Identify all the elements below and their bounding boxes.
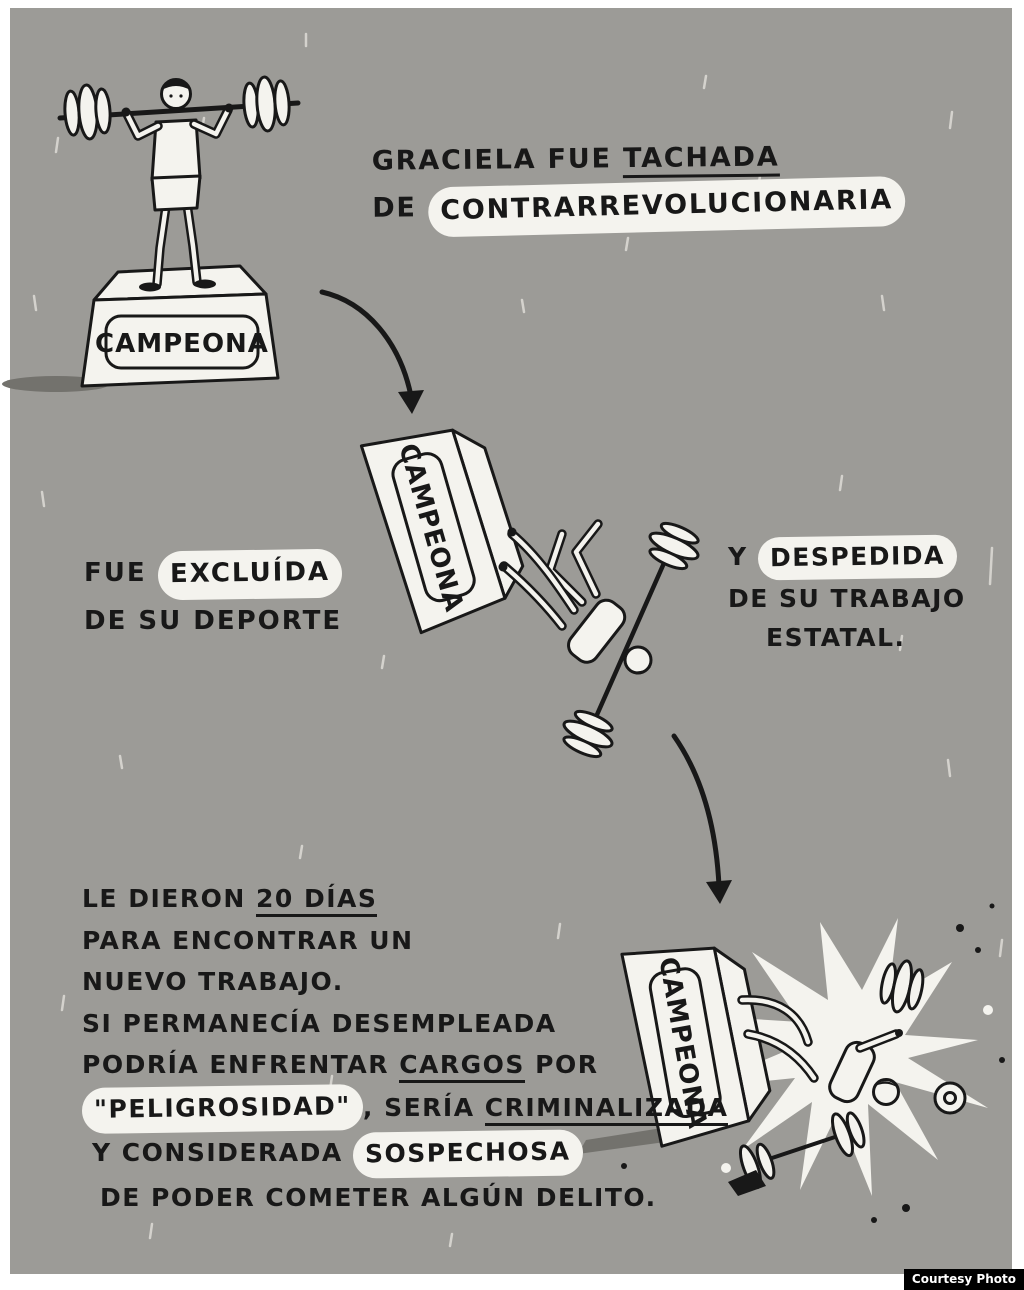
sentence-line-2: PARA ENCONTRAR UN bbox=[82, 920, 728, 962]
text-segment: POR bbox=[524, 1050, 599, 1079]
arrow-down-1 bbox=[319, 289, 424, 414]
fired-caption: Y DESPEDIDA DE SU TRABAJO ESTATAL. bbox=[728, 534, 966, 657]
podium-label-text: CAMPEONA bbox=[95, 329, 269, 359]
figure-head bbox=[872, 1078, 900, 1106]
barbell bbox=[57, 75, 301, 141]
weightlifter-standing-illustration: CAMPEONA bbox=[2, 75, 301, 392]
arrow-down-2 bbox=[671, 733, 732, 904]
text-segment: PARA ENCONTRAR UN bbox=[82, 925, 414, 955]
figure-hair bbox=[162, 80, 190, 90]
fired-line-3: ESTATAL. bbox=[766, 618, 966, 657]
weight-plates-right bbox=[242, 75, 291, 133]
underlined-word: CRIMINALIZADA bbox=[484, 1092, 729, 1126]
sentence-line-1: LE DIERON 20 DÍAS bbox=[82, 878, 728, 920]
sentence-line-5: PODRÍA ENFRENTAR CARGOS POR bbox=[82, 1044, 728, 1086]
text-segment: DE SU TRABAJO bbox=[728, 584, 966, 613]
text-segment: NUEVO TRABAJO. bbox=[82, 967, 344, 996]
podium-crashed: CAMPEONA bbox=[620, 946, 772, 1148]
underlined-word: TACHADA bbox=[622, 141, 780, 179]
text-segment: LE DIERON bbox=[82, 884, 256, 913]
highlighted-word: CONTRARREVOLUCIONARIA bbox=[427, 175, 906, 238]
text-segment: FUE bbox=[84, 558, 158, 588]
text-segment: Y CONSIDERADA bbox=[92, 1138, 353, 1167]
highlighted-word: EXCLUÍDA bbox=[157, 548, 343, 601]
headline-text: GRACIELA FUE TACHADA DE CONTRARREVOLUCIO… bbox=[371, 133, 906, 238]
highlighted-word: SOSPECHOSA bbox=[352, 1129, 583, 1179]
excluded-line-1: FUE EXCLUÍDA bbox=[84, 548, 343, 601]
fired-line-1: Y DESPEDIDA bbox=[728, 534, 966, 581]
credit-badge: Courtesy Photo bbox=[903, 1269, 1024, 1290]
weight-plates-bottom bbox=[562, 709, 614, 759]
sentence-line-3: NUEVO TRABAJO. bbox=[82, 961, 728, 1003]
sentence-caption: LE DIERON 20 DÍAS PARA ENCONTRAR UN NUEV… bbox=[81, 878, 729, 1219]
text-segment: DE bbox=[372, 192, 429, 224]
sentence-line-7: Y CONSIDERADA SOSPECHOSA bbox=[92, 1129, 728, 1179]
falling-figure bbox=[498, 519, 653, 675]
figure-hair bbox=[628, 667, 651, 675]
credit-text: Courtesy Photo bbox=[911, 1272, 1016, 1286]
barbell-falling bbox=[562, 521, 700, 759]
weight-plates-top bbox=[648, 521, 700, 571]
shoe bbox=[728, 1170, 766, 1196]
fired-line-2: DE SU TRABAJO bbox=[728, 579, 966, 618]
text-segment: DE SU DEPORTE bbox=[84, 606, 343, 636]
podium-falling: CAMPEONA bbox=[359, 428, 525, 635]
debris-specks bbox=[621, 903, 1005, 1223]
headline-line-2: DE CONTRARREVOLUCIONARIA bbox=[372, 175, 906, 238]
text-segment: ESTATAL. bbox=[766, 623, 906, 652]
weight-plates-left bbox=[63, 83, 112, 141]
text-segment: , SERÍA bbox=[362, 1092, 485, 1122]
scattered-weight-plates bbox=[879, 959, 925, 1014]
highlighted-word: DESPEDIDA bbox=[757, 534, 957, 581]
text-segment: SI PERMANECÍA DESEMPLEADA bbox=[82, 1008, 557, 1038]
excluded-line-2: DE SU DEPORTE bbox=[84, 599, 342, 644]
underlined-word: CARGOS bbox=[399, 1050, 525, 1083]
crash-illustration: CAMPEONA bbox=[578, 903, 1005, 1223]
excluded-caption: FUE EXCLUÍDA DE SU DEPORTE bbox=[84, 548, 343, 644]
sentence-line-4: SI PERMANECÍA DESEMPLEADA bbox=[82, 1003, 728, 1045]
weightlifter-falling-illustration: CAMPEONA bbox=[359, 428, 700, 759]
loose-plate bbox=[933, 1081, 967, 1115]
sentence-line-6: "PELIGROSIDAD", SERÍA CRIMINALIZADA bbox=[81, 1083, 729, 1133]
text-segment: Y bbox=[728, 542, 758, 571]
podium-standing: CAMPEONA bbox=[80, 264, 280, 388]
crashed-figure bbox=[737, 995, 903, 1106]
text-segment: PODRÍA ENFRENTAR bbox=[82, 1050, 400, 1079]
underlined-word: 20 DÍAS bbox=[255, 884, 378, 917]
broken-dumbbell bbox=[728, 1111, 866, 1196]
figure-hair bbox=[875, 1081, 897, 1087]
weightlifter-figure bbox=[57, 75, 301, 292]
text-segment: GRACIELA FUE bbox=[371, 143, 624, 177]
text-segment: DE PODER COMETER ALGÚN DELITO. bbox=[100, 1182, 657, 1212]
sentence-line-8: DE PODER COMETER ALGÚN DELITO. bbox=[100, 1177, 728, 1219]
highlighted-word: "PELIGROSIDAD" bbox=[81, 1083, 364, 1133]
